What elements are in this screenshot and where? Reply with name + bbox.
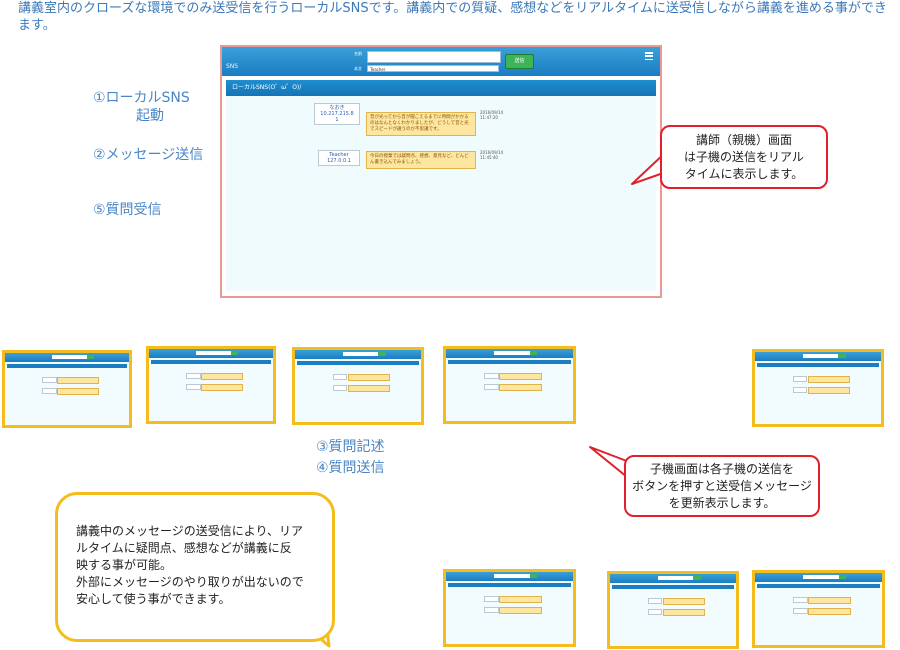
student-callout-line: ボタンを押すと送受信メッセージ [632, 479, 812, 493]
student-screen-thumbnail [146, 346, 276, 424]
post-time: 11:45:40 [480, 155, 498, 160]
student-screen-thumbnail [443, 346, 576, 424]
summary-line: 安心して使う事ができます。 [76, 592, 231, 606]
teacher-screen: SNS 名前 本文 Teacher 送信 ローカルSNS(O゜ω゜O)/ なおき… [220, 45, 662, 298]
student-screen-thumbnail [752, 349, 884, 427]
student-screen-thumbnail [752, 570, 885, 648]
step-1-label-line2: 起動 [136, 108, 164, 124]
teacher-callout-line: は子機の送信をリアル [684, 150, 804, 164]
post-message: 音が光ってから音が聞こえるまでに時間がかかるのはなんとなくわかりましたが、どうし… [366, 112, 476, 136]
send-button[interactable]: 送信 [505, 54, 534, 69]
step-5-label: ⑤質問受信 [93, 202, 162, 218]
summary-line: ルタイムに疑問点、感想などが講義に反 [76, 541, 292, 555]
post-date: 2016/09/14 [480, 110, 504, 115]
post-message: 今日の授業では疑問点、感想、意見など、どんどん書き込んでみましょう。 [366, 151, 476, 169]
student-screen-thumbnail [607, 571, 739, 649]
teacher-callout-line: 講師（親機）画面 [695, 133, 792, 147]
summary-line: 講義中のメッセージの送受信により、リア [76, 524, 304, 538]
post-timestamp: 2016/09/14 11:45:40 [480, 150, 503, 160]
summary-line: 外部にメッセージのやり取りが出ないので [76, 575, 304, 589]
student-screen-callout: 子機画面は各子機の送信を ボタンを押すと送受信メッセージ を更新表示します。 [624, 455, 820, 517]
post-sender: Teacher 127.0.0.1 [318, 150, 360, 166]
summary-line: 映する事が可能。 [76, 558, 173, 572]
student-screen-thumbnail [443, 569, 576, 647]
step-1-label: ①ローカルSNS [93, 90, 190, 106]
name-label: 名前 [354, 51, 362, 56]
sender-ip: 10.217.215.8 [320, 111, 354, 117]
sender-ip-tail: 1 [335, 117, 339, 123]
post-time: 11:47:20 [480, 115, 498, 120]
summary-callout: 講義中のメッセージの送受信により、リア ルタイムに疑問点、感想などが講義に反 映… [55, 492, 335, 642]
app-brand: SNS [226, 63, 239, 70]
student-screen-thumbnail [292, 347, 424, 425]
app-title-bar: ローカルSNS(O゜ω゜O)/ [226, 80, 656, 96]
post-date: 2016/09/14 [480, 150, 504, 155]
sender-name: なおき [329, 105, 345, 111]
student-callout-line: を更新表示します。 [668, 496, 776, 510]
teacher-callout-line: タイムに表示します。 [684, 167, 804, 181]
step-4-label: ④質問送信 [316, 460, 385, 476]
name-input[interactable] [367, 51, 501, 63]
app-header: SNS 名前 本文 Teacher 送信 [222, 47, 660, 76]
step-2-label: ②メッセージ送信 [93, 147, 204, 163]
teacher-screen-callout: 講師（親機）画面 は子機の送信をリアル タイムに表示します。 [660, 125, 828, 189]
sender-name: Teacher [329, 152, 349, 158]
message-timeline: なおき 10.217.215.8 1 音が光ってから音が聞こえるまでに時間がかか… [226, 96, 656, 291]
intro-text: 講義室内のクローズな環境でのみ送受信を行うローカルSNSです。講義内での質疑、感… [18, 1, 887, 33]
sender-ip: 127.0.0.1 [327, 158, 351, 164]
student-callout-line: 子機画面は各子機の送信を [649, 462, 794, 476]
student-screen-thumbnail [2, 350, 132, 428]
step-3-label: ③質問記述 [316, 439, 385, 455]
message-label: 本文 [354, 66, 362, 71]
hamburger-menu-icon[interactable] [645, 52, 653, 61]
message-input[interactable]: Teacher [367, 65, 499, 72]
post-sender: なおき 10.217.215.8 1 [314, 103, 360, 125]
post-timestamp: 2016/09/14 11:47:20 [480, 110, 503, 120]
